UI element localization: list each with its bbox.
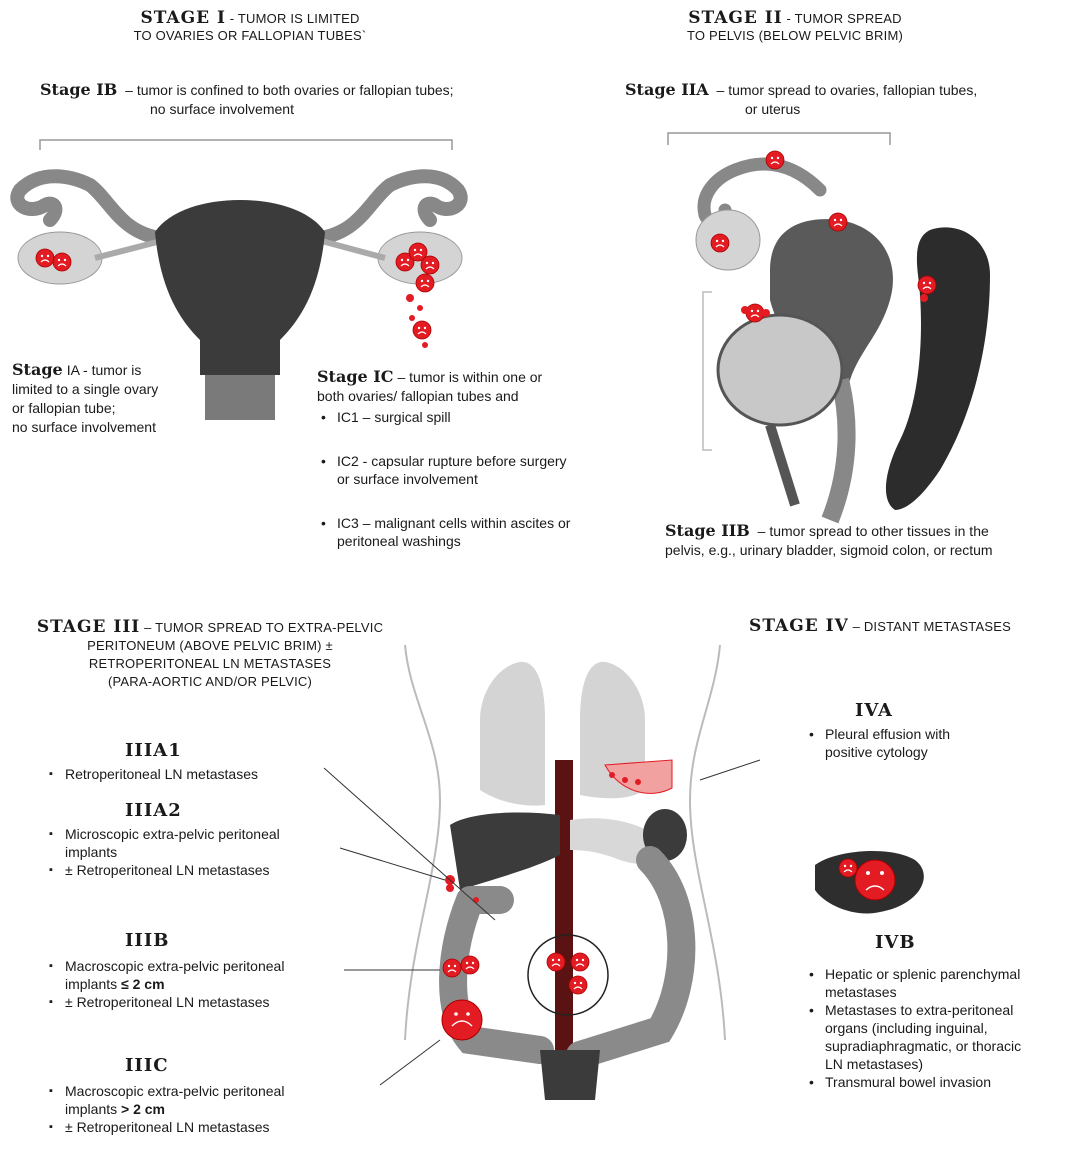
stage1c-substage-list: IC1 – surgical spill IC2 - capsular rupt… bbox=[317, 408, 577, 550]
stage1b-line1: – tumor is confined to both ovaries or f… bbox=[125, 82, 453, 98]
iiia2-leader bbox=[340, 848, 445, 880]
stage1a-line1: IA - tumor is bbox=[67, 362, 142, 378]
stage2-label: STAGE II bbox=[688, 8, 783, 28]
pelvic-organ bbox=[540, 1050, 600, 1100]
stage1-label: STAGE I bbox=[140, 8, 226, 28]
uterus-body bbox=[155, 200, 325, 375]
stage3b-block: IIIB Macroscopic extra-pelvic peritoneal… bbox=[45, 930, 345, 1011]
stage4-label: STAGE IV bbox=[749, 616, 849, 636]
stage2-bladder bbox=[718, 315, 842, 425]
stage3a2-label: IIIA2 bbox=[45, 800, 345, 821]
stage3a1-item: Retroperitoneal LN metastases bbox=[45, 765, 345, 783]
stage3a1-list: Retroperitoneal LN metastases bbox=[45, 765, 345, 783]
stage2-heading: STAGE II - TUMOR SPREAD TO PELVIS (BELOW… bbox=[650, 10, 940, 44]
stage3c-item-1-size: > 2 cm bbox=[121, 1101, 165, 1117]
stage2-heading-line2: TO PELVIS (BELOW PELVIC BRIM) bbox=[687, 28, 903, 43]
stage1c-label: Stage IC bbox=[317, 367, 393, 386]
ic1-item: IC1 – surgical spill bbox=[317, 408, 577, 426]
large-implant bbox=[442, 1000, 482, 1040]
stage3b-label: IIIB bbox=[45, 930, 345, 951]
stage3-heading-rest: – TUMOR SPREAD TO EXTRA-PELVIC bbox=[140, 620, 383, 635]
ivb-liver-illustration bbox=[815, 851, 924, 914]
stage2a-line1: – tumor spread to ovaries, fallopian tub… bbox=[717, 82, 978, 98]
right-ligament bbox=[318, 240, 385, 258]
iva-leader bbox=[700, 760, 760, 780]
stage1-heading: STAGE I - TUMOR IS LIMITED TO OVARIES OR… bbox=[110, 10, 390, 44]
stage1b-bracket bbox=[40, 140, 452, 150]
stage1b-label: Stage IB bbox=[40, 80, 117, 99]
stage3c-label: IIIC bbox=[45, 1055, 345, 1076]
stage2b-description: Stage IIB – tumor spread to other tissue… bbox=[665, 521, 1065, 560]
stage2-heading-rest: - TUMOR SPREAD bbox=[783, 11, 902, 26]
stage2-rectum bbox=[886, 227, 990, 510]
stage3b-item-2: ± Retroperitoneal LN metastases bbox=[45, 993, 330, 1011]
stage2b-bracket bbox=[703, 292, 712, 450]
stage2a-description: Stage IIA – tumor spread to ovaries, fal… bbox=[625, 80, 1065, 119]
stage1b-line2: no surface involvement bbox=[40, 101, 294, 117]
stage2a-label: Stage IIA bbox=[625, 80, 709, 99]
stage2b-label: Stage IIB bbox=[665, 521, 750, 540]
stage4-heading-rest: – DISTANT METASTASES bbox=[849, 619, 1011, 634]
stage3-label: STAGE III bbox=[37, 617, 140, 637]
stage1b-description: Stage IB – tumor is confined to both ova… bbox=[40, 80, 560, 119]
cervix bbox=[205, 375, 275, 420]
stage4b-block: IVB Hepatic or splenic parenchymal metas… bbox=[805, 932, 1045, 1091]
stage1a-line3: or fallopian tube; bbox=[12, 400, 116, 416]
ic3-item: IC3 – malignant cells within ascites or … bbox=[317, 514, 577, 550]
stage3a2-item-1: Microscopic extra-pelvic peritoneal impl… bbox=[45, 825, 315, 861]
stage4a-block: IVA Pleural effusion with positive cytol… bbox=[805, 700, 1025, 761]
stage3b-item-1-size: ≤ 2 cm bbox=[121, 976, 164, 992]
stage4a-label: IVA bbox=[805, 700, 1025, 721]
stage4a-list: Pleural effusion with positive cytology bbox=[805, 725, 980, 761]
stage3-heading-line3: RETROPERITONEAL LN METASTASES bbox=[89, 656, 331, 671]
stage4a-item: Pleural effusion with positive cytology bbox=[805, 725, 980, 761]
stage1a-line2: limited to a single ovary bbox=[12, 381, 158, 397]
stage3c-list: Macroscopic extra-pelvic peritoneal impl… bbox=[45, 1082, 330, 1136]
left-ligament bbox=[95, 240, 165, 258]
stage3b-item-1: Macroscopic extra-pelvic peritoneal impl… bbox=[45, 957, 330, 993]
stage4b-label: IVB bbox=[805, 932, 1045, 953]
left-fallopian-tube bbox=[17, 176, 160, 238]
stage3-torso-illustration bbox=[324, 645, 760, 1100]
right-fallopian-tube bbox=[320, 176, 461, 238]
stage1c-description: Stage IC– tumor is within one or both ov… bbox=[317, 367, 617, 550]
stage2-pelvis-illustration bbox=[668, 133, 990, 520]
stage3a2-item-2: ± Retroperitoneal LN metastases bbox=[45, 861, 315, 879]
left-lung bbox=[480, 662, 545, 806]
stage3c-block: IIIC Macroscopic extra-pelvic peritoneal… bbox=[45, 1055, 345, 1136]
iiic-leader bbox=[380, 1040, 440, 1085]
stage3a2-block: IIIA2 Microscopic extra-pelvic peritonea… bbox=[45, 800, 345, 879]
stage2a-bracket bbox=[668, 133, 890, 145]
stage1c-line1: – tumor is within one or bbox=[397, 369, 542, 385]
stage3-heading-line4: (PARA-AORTIC AND/OR PELVIC) bbox=[108, 674, 312, 689]
stage4b-item-1: Hepatic or splenic parenchymal metastase… bbox=[805, 965, 1040, 1001]
stage4b-list: Hepatic or splenic parenchymal metastase… bbox=[805, 965, 1040, 1091]
liver bbox=[450, 812, 560, 890]
stage3b-item-1-text: Macroscopic extra-pelvic peritoneal impl… bbox=[65, 958, 284, 992]
stage1-heading-line2: TO OVARIES OR FALLOPIAN TUBES` bbox=[134, 28, 367, 43]
stage3c-item-1: Macroscopic extra-pelvic peritoneal impl… bbox=[45, 1082, 330, 1118]
stage1-heading-rest: - TUMOR IS LIMITED bbox=[226, 11, 360, 26]
stage3a1-block: IIIA1 Retroperitoneal LN metastases bbox=[45, 740, 345, 783]
stage2-urethra bbox=[770, 425, 795, 505]
stage4b-item-2: Metastases to extra-peritoneal organs (i… bbox=[805, 1001, 1040, 1073]
stage1c-line2: both ovaries/ fallopian tubes and bbox=[317, 388, 519, 404]
stage3b-list: Macroscopic extra-pelvic peritoneal impl… bbox=[45, 957, 330, 1011]
stage2b-line2: pelvis, e.g., urinary bladder, sigmoid c… bbox=[665, 542, 993, 558]
stage1a-line4: no surface involvement bbox=[12, 419, 156, 435]
stage3a2-list: Microscopic extra-pelvic peritoneal impl… bbox=[45, 825, 315, 879]
stage1a-label: Stage bbox=[12, 360, 63, 379]
stage2b-line1: – tumor spread to other tissues in the bbox=[758, 523, 989, 539]
stage3-heading: STAGE III – TUMOR SPREAD TO EXTRA-PELVIC… bbox=[10, 618, 410, 691]
stage3c-item-1-text: Macroscopic extra-pelvic peritoneal impl… bbox=[65, 1083, 284, 1117]
stage4b-item-3: Transmural bowel invasion bbox=[805, 1073, 1040, 1091]
stage3c-item-2: ± Retroperitoneal LN metastases bbox=[45, 1118, 330, 1136]
stage4-heading: STAGE IV – DISTANT METASTASES bbox=[725, 618, 1035, 635]
stage2a-line2: or uterus bbox=[625, 101, 800, 117]
stage3-heading-line2: PERITONEUM (ABOVE PELVIC BRIM) ± bbox=[87, 638, 333, 653]
stage3a1-label: IIIA1 bbox=[45, 740, 345, 761]
ic2-item: IC2 - capsular rupture before surgery or… bbox=[317, 452, 577, 488]
